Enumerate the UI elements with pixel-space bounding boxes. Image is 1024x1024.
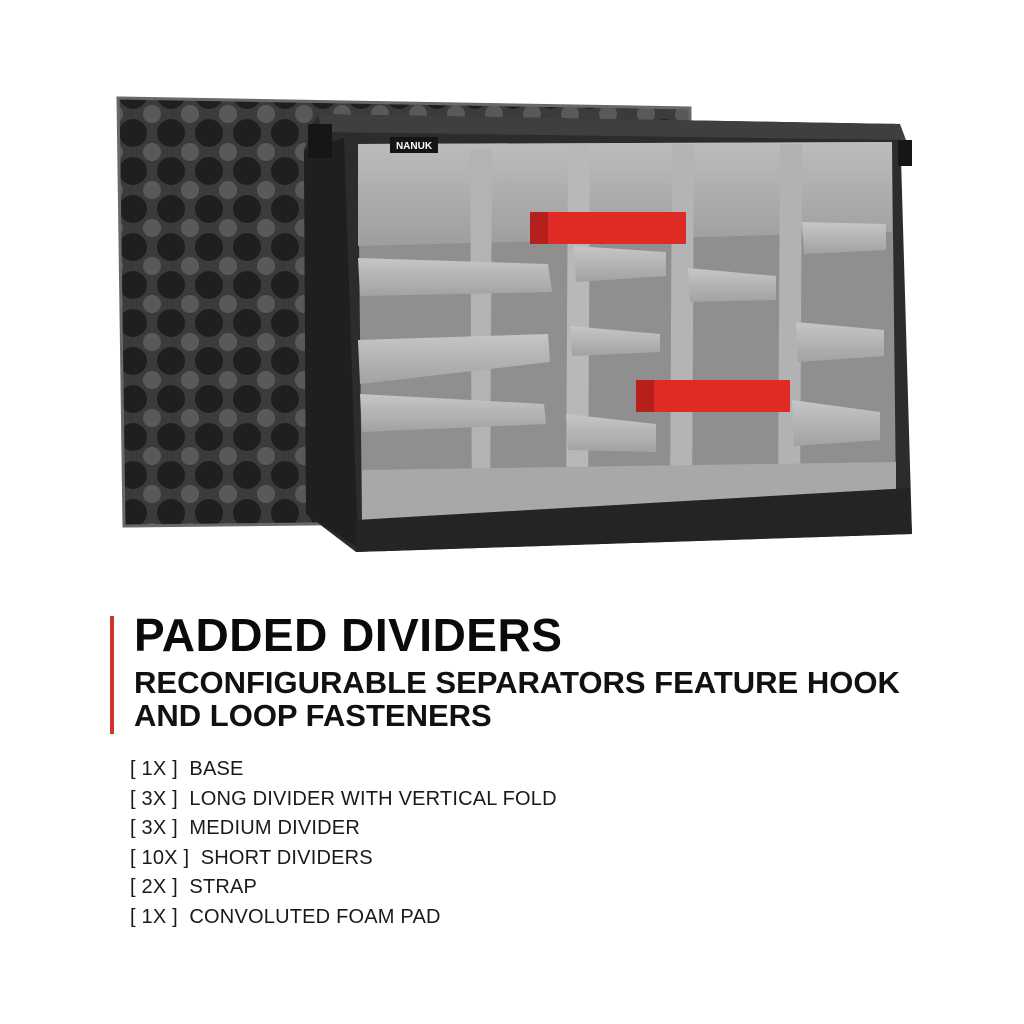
accent-bar [110,616,114,734]
brand-label: NANUK [390,137,438,153]
contents-list: [ 1X ] BASE [ 3X ] LONG DIVIDER WITH VER… [130,755,557,933]
contents-item-strap: [ 2X ] STRAP [130,876,258,899]
strap-upper [530,212,686,244]
contents-item-short-dividers: [ 10X ] SHORT DIVIDERS [130,846,373,869]
contents-item-foam-pad: [ 1X ] CONVOLUTED FOAM PAD [130,905,441,928]
headline: PADDED DIVIDERS [134,609,563,661]
brand-label-text: NANUK [396,141,433,152]
contents-item-base: [ 1X ] BASE [130,758,244,780]
divider-case [304,114,912,552]
subheadline: RECONFIGURABLE SEPARATORS FEATURE HOOK A… [134,665,900,733]
product-image: NANUK [116,96,912,552]
contents-item-long-divider: [ 3X ] LONG DIVIDER WITH VERTICAL FOLD [130,787,557,810]
contents-item-medium-divider: [ 3X ] MEDIUM DIVIDER [130,817,360,840]
feature-text-block: PADDED DIVIDERS RECONFIGURABLE SEPARATOR… [110,608,990,734]
strap-lower [636,380,790,412]
padded-divider-insert-illustration: NANUK [116,96,912,552]
